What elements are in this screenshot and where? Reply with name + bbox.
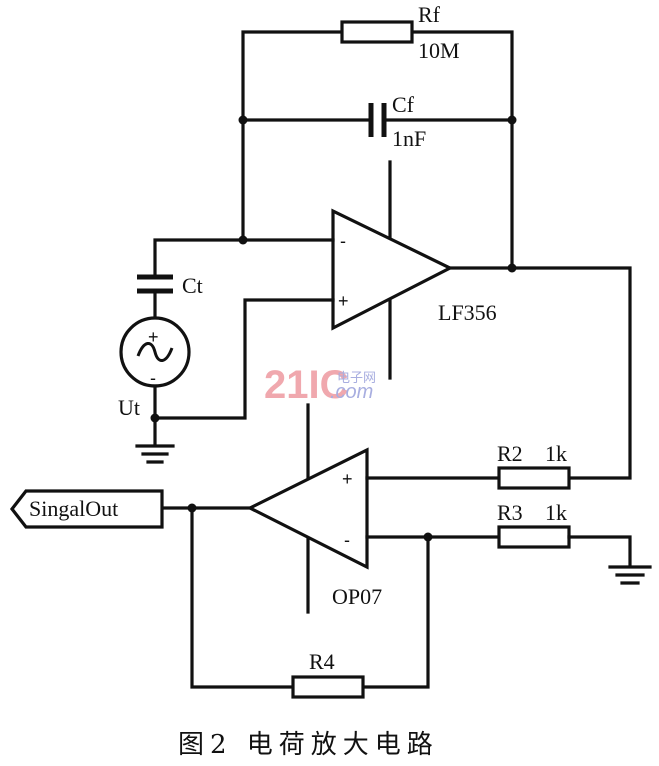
ac-source-ut: + - Ut <box>118 316 191 420</box>
source-minus-sign: - <box>150 368 156 388</box>
op07-label: OP07 <box>332 584 382 609</box>
watermark-21ic: 21IC 电子网 .com <box>264 363 376 407</box>
wire-r4-right <box>361 535 430 689</box>
cf-label: Cf <box>392 92 415 117</box>
watermark-brand: 21IC <box>264 363 349 407</box>
lf356-inverting-sign: - <box>340 231 346 251</box>
junction-dot <box>238 235 248 245</box>
wire-lf356-output <box>448 266 632 480</box>
wire-rf-left <box>241 30 344 242</box>
ut-label: Ut <box>118 395 140 420</box>
resistor-r3 <box>497 525 571 549</box>
op07-noninverting-sign: + <box>342 469 353 489</box>
ground-icon <box>135 444 175 464</box>
r2-label: R2 <box>497 441 523 466</box>
watermark-cn: 电子网 <box>337 371 376 386</box>
lf356-noninverting-sign: + <box>338 291 349 311</box>
junction-dot <box>150 413 160 423</box>
r3-label: R3 <box>497 500 523 525</box>
wire-r4-left <box>190 506 295 689</box>
figure-caption: 图2 电荷放大电路 <box>178 730 439 760</box>
r2-value: 1k <box>545 441 567 466</box>
resistor-r4 <box>291 675 365 699</box>
wire-inverting-input <box>153 238 335 279</box>
opamp-lf356: - + LF356 <box>331 160 497 380</box>
rf-branch: Rf 10M <box>241 2 514 270</box>
junction-dot <box>238 115 248 125</box>
junction-dot <box>507 263 517 273</box>
signal-out-port: SingalOut <box>9 489 164 529</box>
resistor-rf <box>340 20 414 44</box>
lf356-label: LF356 <box>438 300 497 325</box>
sine-wave-icon <box>136 342 174 362</box>
op07-inverting-sign: - <box>344 530 350 550</box>
watermark-domain: .com <box>330 381 373 403</box>
signal-out-tag <box>9 489 164 529</box>
ct-capacitor: Ct <box>137 273 203 298</box>
wire-noninverting-input <box>153 298 335 420</box>
cf-branch: Cf 1nF <box>238 92 517 151</box>
rf-value: 10M <box>418 38 460 63</box>
r4-label: R4 <box>309 649 335 674</box>
ct-label: Ct <box>182 273 203 298</box>
source-plus-sign: + <box>148 327 159 347</box>
cf-value: 1nF <box>392 126 426 151</box>
opamp-op07: + - OP07 <box>246 403 382 614</box>
lf356-triangle <box>331 208 454 331</box>
wire-r3-ground <box>567 535 632 568</box>
r3-value: 1k <box>545 500 567 525</box>
rf-label: Rf <box>418 2 441 27</box>
wire-rf-right <box>410 30 514 270</box>
ground-icon <box>608 565 652 585</box>
resistor-r2 <box>497 466 571 490</box>
junction-dot <box>507 115 517 125</box>
signal-out-label: SingalOut <box>29 496 118 521</box>
op07-triangle <box>246 447 369 570</box>
